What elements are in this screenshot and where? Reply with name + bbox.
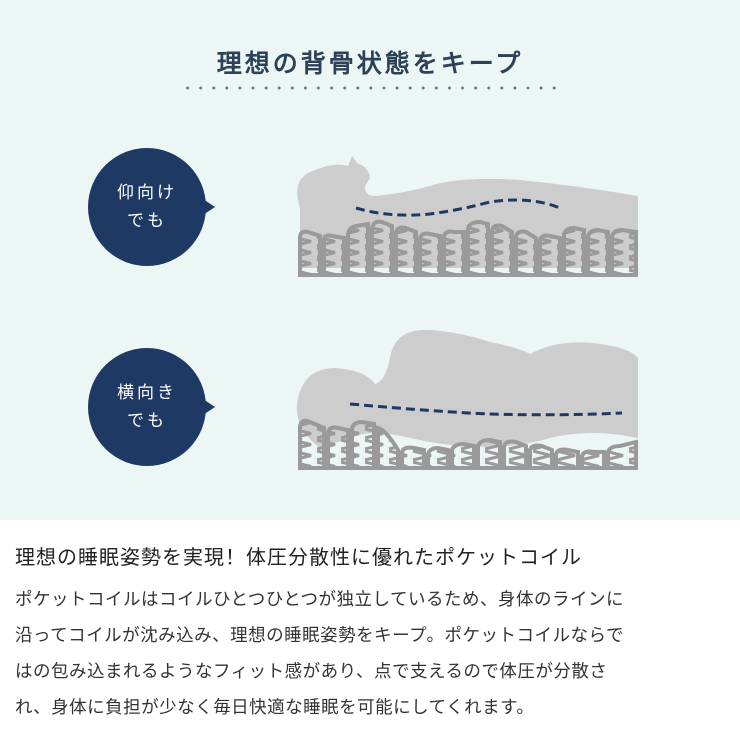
position-badge-side: 横向き でも [88,348,215,466]
position-badge-supine: 仰向け でも [88,148,215,266]
section-heading: 理想の睡眠姿勢を実現！体圧分散性に優れたポケットコイル [15,545,582,569]
section-body: ポケットコイルはコイルひとつひとつが独立しているため、身体のラインに 沿ってコイ… [15,582,730,726]
panel-title: 理想の背骨状態をキープ [216,49,524,78]
spine-line [349,402,623,417]
spine-line [355,198,561,217]
illustration-panel: 理想の背骨状態をキープ 仰向け でも [0,0,740,520]
body-line: はの包み込まれるようなフィット感があり、点で支えるので体圧が分散さ [15,662,608,682]
badge-line2: でも [127,211,167,231]
body-line: ポケットコイルはコイルひとつひとつが独立しているため、身体のラインに [15,590,625,610]
side-lying-body-on-coils-illustration [296,329,638,470]
body-line: れ、身体に負担が少なく毎日快適な睡眠を可能にしてくれます。 [15,698,535,718]
coil-row [298,219,638,277]
badge-line1: 仰向け [117,183,177,203]
coil-row [298,418,638,470]
badge-line2: でも [127,411,167,431]
dotted-divider [181,86,561,90]
body-silhouette [296,329,638,448]
supine-body-on-coils-illustration [297,156,638,277]
body-line: 沿ってコイルが沈み込み、理想の睡眠姿勢をキープ。ポケットコイルならで [15,626,625,646]
badge-line1: 横向き [117,383,177,403]
